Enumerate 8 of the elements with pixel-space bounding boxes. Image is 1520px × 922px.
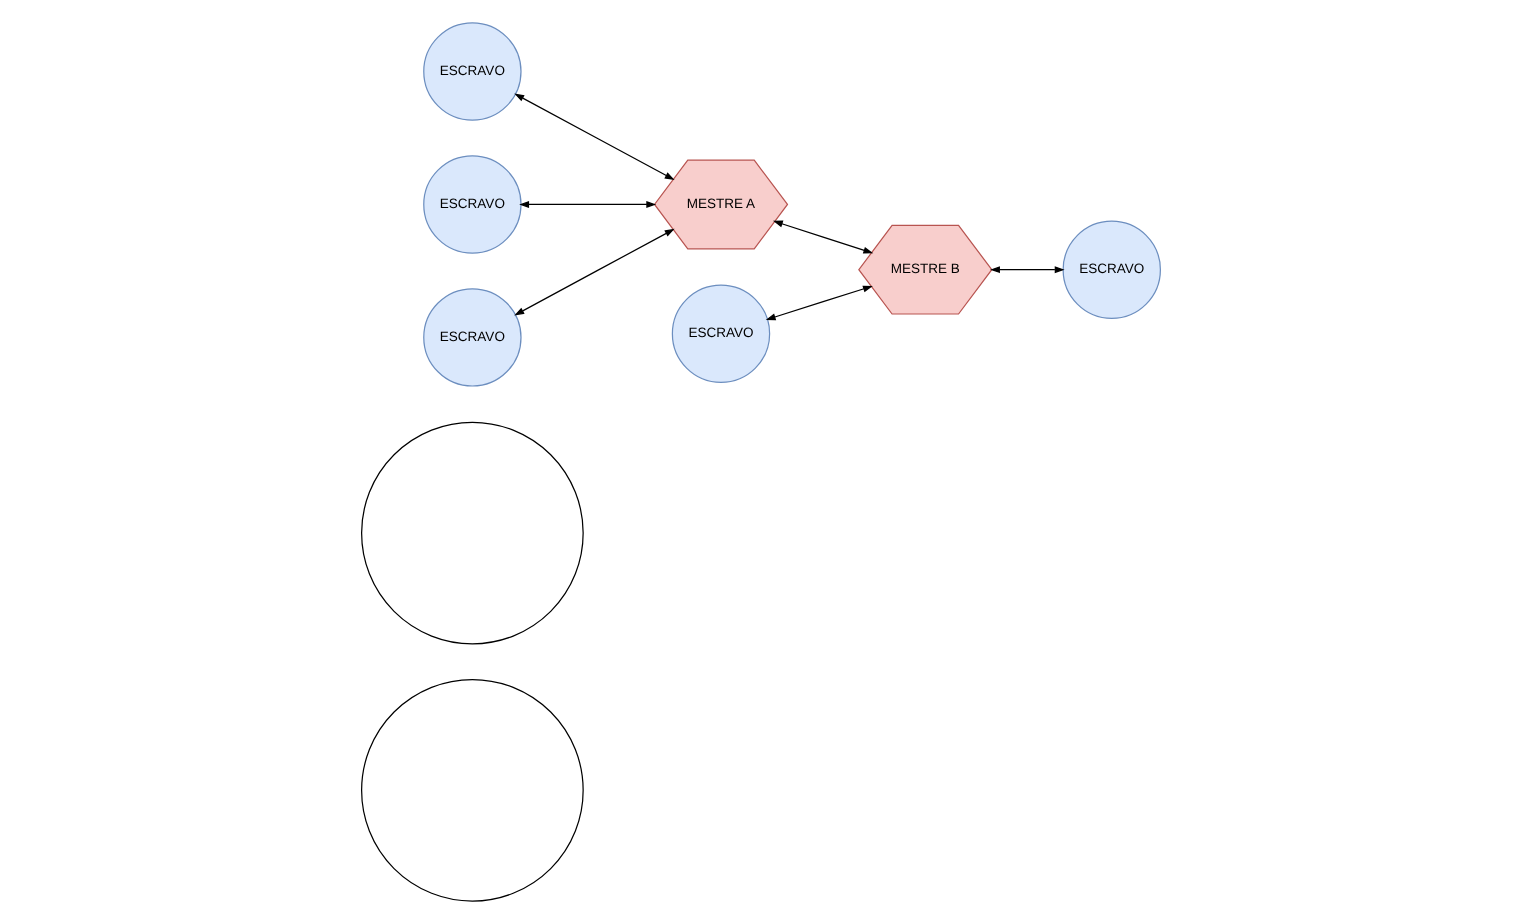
- arrow: [513, 227, 674, 315]
- arrow: [513, 92, 674, 180]
- node-circle: [360, 420, 583, 644]
- arrow: [989, 265, 1064, 273]
- arrow: [518, 200, 656, 207]
- arrow: [764, 284, 872, 320]
- arrow: [771, 219, 873, 253]
- node-circle: [360, 677, 583, 901]
